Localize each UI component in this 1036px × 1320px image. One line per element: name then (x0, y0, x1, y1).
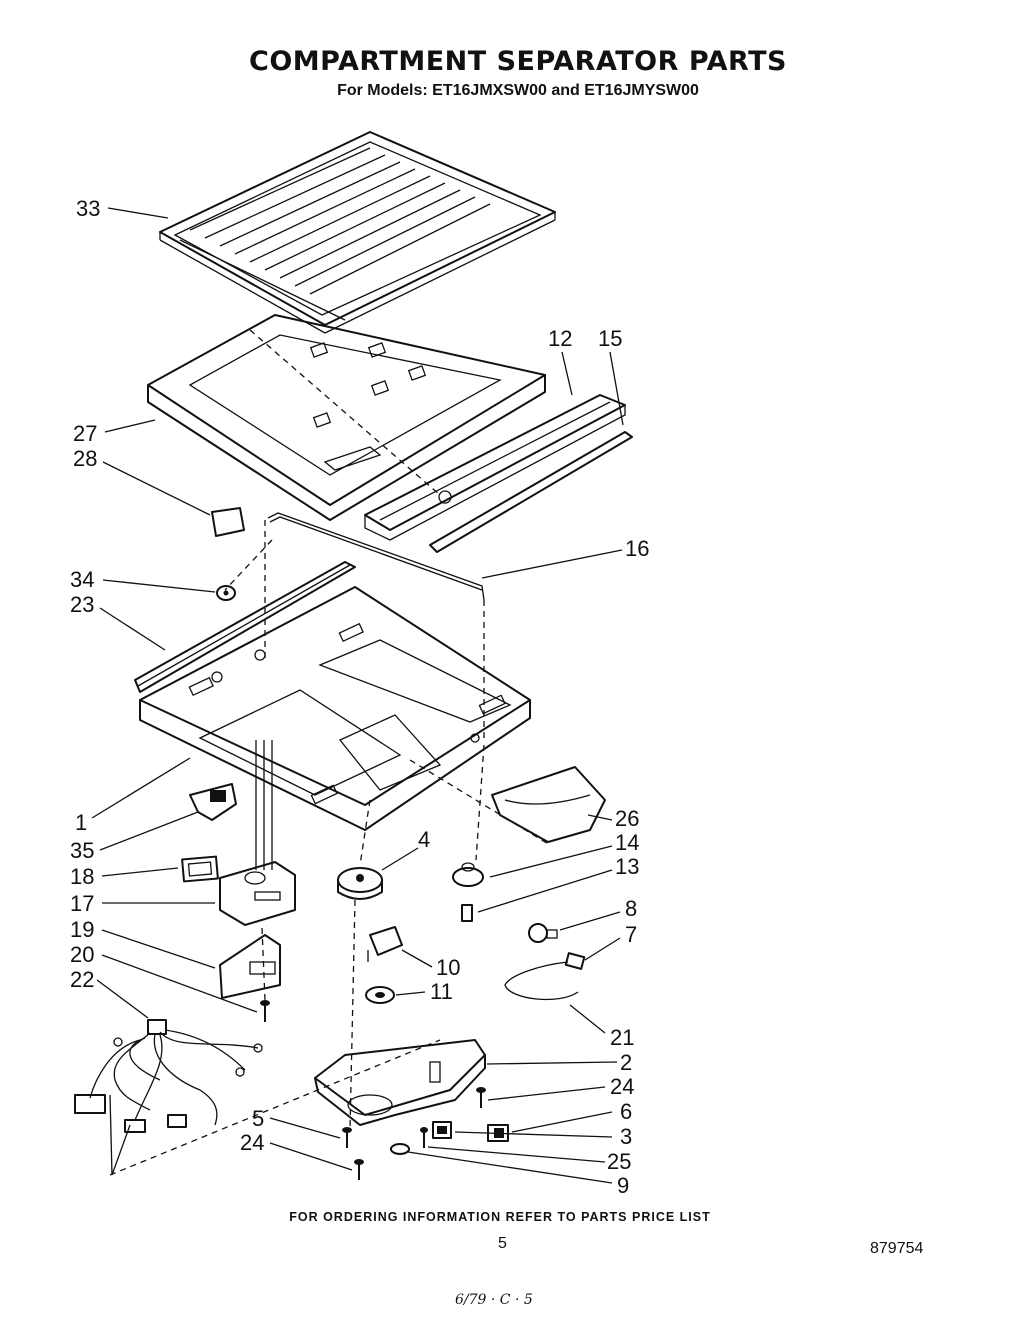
part-24-screw-lower (354, 1159, 364, 1180)
callout-11: 11 (430, 979, 453, 1004)
callout-33: 33 (76, 196, 100, 221)
callout-25: 25 (607, 1149, 631, 1174)
callout-35: 35 (70, 838, 94, 863)
callout-labels: 33 12 15 27 28 16 34 23 1 26 35 4 14 13 … (70, 196, 649, 1198)
part-15-strip (429, 431, 633, 553)
callout-22: 22 (70, 967, 94, 992)
callout-10: 10 (436, 955, 460, 980)
callout-23: 23 (70, 592, 94, 617)
part-9-washer (390, 1143, 410, 1155)
part-1-tray (139, 586, 531, 831)
part-8-bulb (528, 923, 558, 943)
callout-14: 14 (615, 830, 639, 855)
callout-8: 8 (625, 896, 637, 921)
document-number: 879754 (870, 1240, 924, 1257)
part-7-socket (564, 952, 586, 970)
callout-9: 9 (617, 1173, 629, 1198)
part-18-bezel (181, 855, 219, 883)
callout-28: 28 (73, 446, 97, 471)
part-13-bulb-socket (461, 904, 473, 922)
part-24-screw-right (476, 1087, 486, 1108)
callout-17: 17 (70, 891, 94, 916)
part-25-screw (420, 1127, 428, 1148)
part-20-screw (260, 1000, 270, 1022)
part-16-wire (267, 512, 485, 601)
part-10-switch (367, 926, 403, 962)
part-23-rail (134, 561, 356, 693)
part-26-insulation (491, 766, 606, 843)
callout-34: 34 (70, 567, 94, 592)
callout-3: 3 (620, 1124, 632, 1149)
part-34-grommet (216, 585, 236, 601)
callout-16: 16 (625, 536, 649, 561)
callout-15: 15 (598, 326, 622, 351)
callout-2: 2 (620, 1050, 632, 1075)
part-27-frame (147, 314, 546, 521)
part-21-wire (504, 961, 579, 1001)
part-22-harness (74, 1019, 263, 1133)
part-28-block (211, 507, 245, 537)
part-14-grommet (452, 862, 484, 887)
part-4-damper-knob (337, 867, 383, 900)
page-title: COMPARTMENT SEPARATOR PARTS (249, 46, 787, 77)
callout-26: 26 (615, 806, 639, 831)
callout-21: 21 (610, 1025, 634, 1050)
part-17-housing (219, 861, 296, 926)
page-number: 5 (498, 1235, 507, 1252)
handwritten-note: 6/79 · C · 5 (455, 1292, 533, 1308)
callout-18: 18 (70, 864, 94, 889)
part-12-trim (364, 394, 626, 541)
part-33-grille (159, 131, 556, 334)
callout-24-right: 24 (610, 1074, 634, 1099)
part-19-control (219, 934, 281, 999)
part-11-washer (365, 986, 395, 1004)
part-5-screw (342, 1127, 352, 1148)
part-2-housing (314, 1039, 486, 1126)
callout-27: 27 (73, 421, 97, 446)
ordering-note: FOR ORDERING INFORMATION REFER TO PARTS … (289, 1210, 711, 1224)
callout-20: 20 (70, 942, 94, 967)
callout-1: 1 (75, 810, 87, 835)
callout-6: 6 (620, 1099, 632, 1124)
callout-4: 4 (418, 827, 430, 852)
model-subtitle: For Models: ET16JMXSW00 and ET16JMYSW00 (337, 82, 699, 99)
callout-19: 19 (70, 917, 94, 942)
leader-lines (91, 207, 624, 1184)
callout-13: 13 (615, 854, 639, 879)
part-3-switch (432, 1121, 452, 1139)
part-35-clip (189, 783, 237, 821)
callout-5: 5 (252, 1106, 264, 1131)
callout-12: 12 (548, 326, 572, 351)
assembly-lines (109, 329, 551, 1176)
callout-7: 7 (625, 922, 637, 947)
callout-24-lower: 24 (240, 1130, 264, 1155)
